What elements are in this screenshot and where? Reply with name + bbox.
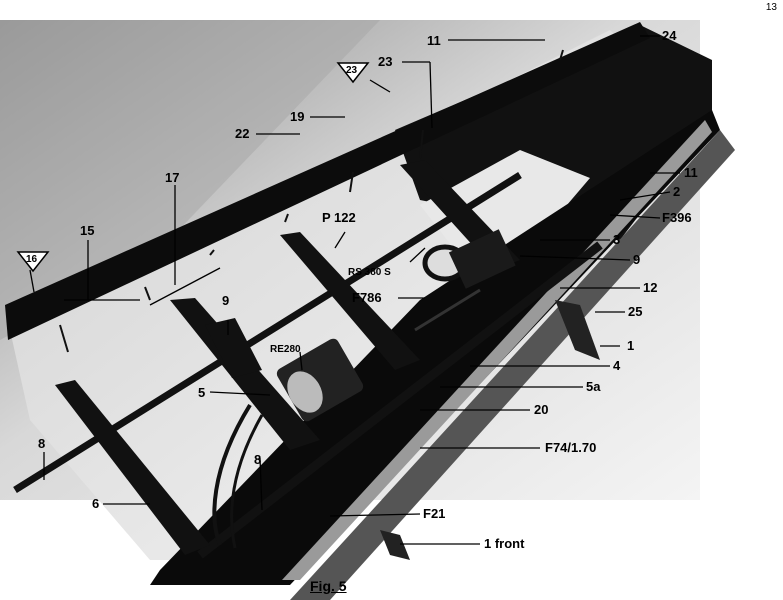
callout-f786: F786 [352,290,382,305]
right-outer-skin [290,130,735,600]
keel-fin-front [380,530,410,560]
leader-lines [29,35,680,545]
prop-shaft [414,288,481,332]
right-hull-side [150,110,720,585]
callout-4: 4 [613,358,621,373]
callout-20: 20 [534,402,548,417]
stringer-right [197,241,603,559]
callout-3: 3 [613,232,620,247]
callout-f21: F21 [423,506,445,521]
keel-fin-1 [555,300,600,360]
callout-17: 17 [165,170,179,185]
callout-15: 15 [80,223,94,238]
callout-re280: RE280 [270,344,301,355]
callout-9-left: 9 [222,293,229,308]
callout-p122: P 122 [322,210,356,225]
wires-2 [230,414,264,549]
callout-9-right: 9 [633,252,640,267]
callout-16-triangle: 16 [26,254,38,265]
callout-22: 22 [235,126,249,141]
frame-9-left [205,318,262,378]
callout-8-left: 8 [38,436,45,451]
callout-2: 2 [673,184,680,199]
callout-11-right: 11 [684,165,698,180]
callout-f74-170: F74/1.70 [545,440,596,455]
callout-6: 6 [92,496,99,511]
callout-8-mid: 8 [254,452,261,467]
left-gunwale [5,22,650,340]
callout-1: 1 [627,338,634,353]
motor-re280-end [287,371,323,413]
callout-5: 5 [198,385,205,400]
frame-6 [55,380,210,555]
photo-shadow [0,20,380,340]
page-number: 13 [765,2,777,13]
right-rail-highlight [282,120,712,580]
callout-23: 23 [378,54,392,69]
callout-24: 24 [662,28,677,43]
callout-19: 19 [290,109,304,124]
frame-4 [280,232,420,370]
wires [212,403,252,546]
callout-rs380s: RS 380 S [348,267,391,278]
callout-5a: 5a [586,379,601,394]
triangle-23 [336,62,370,84]
motor-rs380s-body [448,229,516,289]
callout-25: 25 [628,304,642,319]
callout-f396: F396 [662,210,692,225]
figure-caption: Fig. 5 [310,578,347,594]
gunwale-ribs [59,49,564,353]
callout-11-top: 11 [427,33,441,48]
triangle-16 [16,251,50,273]
callout-12: 12 [643,280,657,295]
callout-1-front: 1 front [484,536,525,551]
callout-23-triangle: 23 [346,65,358,76]
